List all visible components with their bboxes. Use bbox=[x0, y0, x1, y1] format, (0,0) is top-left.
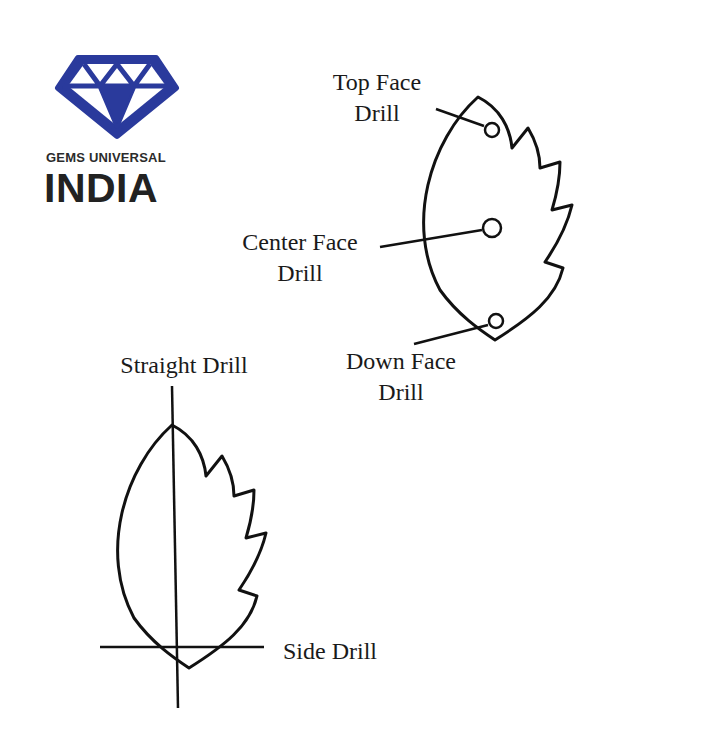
leaf-outline bbox=[118, 425, 266, 668]
leader-line bbox=[436, 109, 484, 126]
drill-axis bbox=[172, 386, 178, 708]
drill-hole bbox=[483, 219, 501, 237]
drill-label: Straight Drill bbox=[96, 350, 272, 381]
drill-label: Center Face Drill bbox=[222, 227, 378, 289]
drill-label: Top Face Drill bbox=[316, 67, 438, 129]
drill-hole bbox=[489, 314, 503, 328]
leaf-outline bbox=[424, 97, 572, 340]
logo-title: INDIA bbox=[44, 166, 194, 210]
leader-line bbox=[380, 230, 482, 247]
leader-line bbox=[414, 325, 488, 344]
logo-subtitle: GEMS UNIVERSAL bbox=[46, 150, 186, 166]
logo-diamond bbox=[58, 58, 176, 136]
drill-axis bbox=[100, 646, 264, 649]
drill-label: Side Drill bbox=[268, 636, 392, 667]
drill-hole bbox=[485, 123, 499, 137]
drill-label: Down Face Drill bbox=[328, 346, 474, 408]
